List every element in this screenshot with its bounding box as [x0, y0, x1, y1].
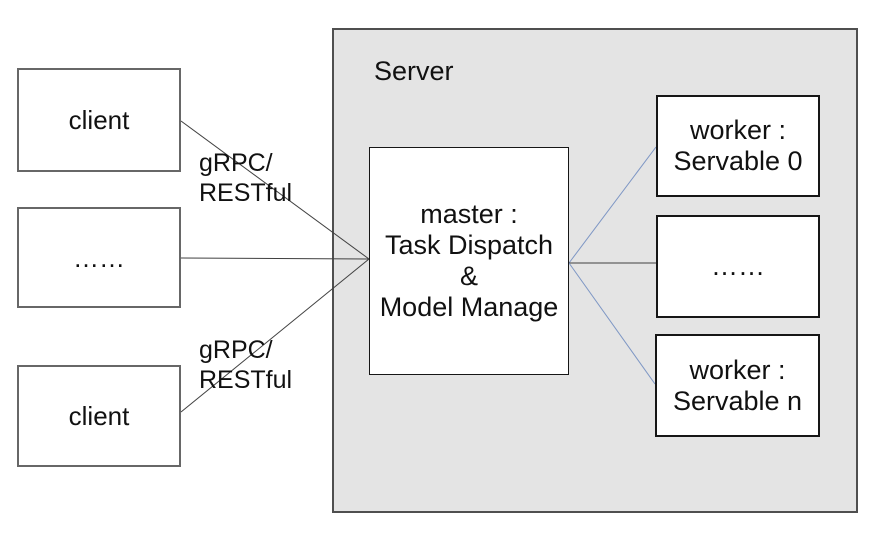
- client-box-2-label: client: [68, 401, 130, 431]
- worker-box-servable-0: worker : Servable 0: [656, 95, 820, 197]
- master-label-line3: &: [459, 261, 478, 291]
- server-title: Server: [374, 56, 454, 86]
- client-box-1-label: client: [68, 105, 130, 135]
- client-box-2: client: [17, 365, 181, 467]
- worker2-label-line1: ……: [711, 251, 765, 281]
- edge-label-bottom-line1: gRPC/: [199, 336, 273, 364]
- worker-box-servable-n: worker : Servable n: [655, 334, 820, 437]
- worker1-label-line2: Servable 0: [673, 146, 803, 176]
- worker-box-ellipsis: ……: [656, 215, 820, 318]
- client-box-ellipsis: ……: [17, 207, 181, 308]
- edge-label-top-line1: gRPC/: [199, 149, 273, 177]
- worker3-label-line1: worker :: [689, 354, 786, 385]
- worker1-label-line1: worker :: [689, 115, 787, 145]
- master-label-line2: Task Dispatch: [384, 230, 554, 260]
- edge-label-bottom-line2: RESTful: [199, 366, 293, 394]
- client-box-1: client: [17, 68, 181, 172]
- edge-label-top-line2: RESTful: [199, 179, 293, 207]
- client-box-ellipsis-label: ……: [73, 242, 125, 273]
- worker3-label-line2: Servable n: [672, 385, 803, 416]
- master-label-line1: master :: [420, 199, 518, 229]
- master-box: master : Task Dispatch & Model Manage: [369, 147, 569, 375]
- edge-label-grpc-restful-bottom: gRPC/ RESTful: [199, 335, 292, 395]
- edge-label-grpc-restful-top: gRPC/ RESTful: [199, 148, 292, 208]
- master-label-line4: Model Manage: [379, 292, 559, 322]
